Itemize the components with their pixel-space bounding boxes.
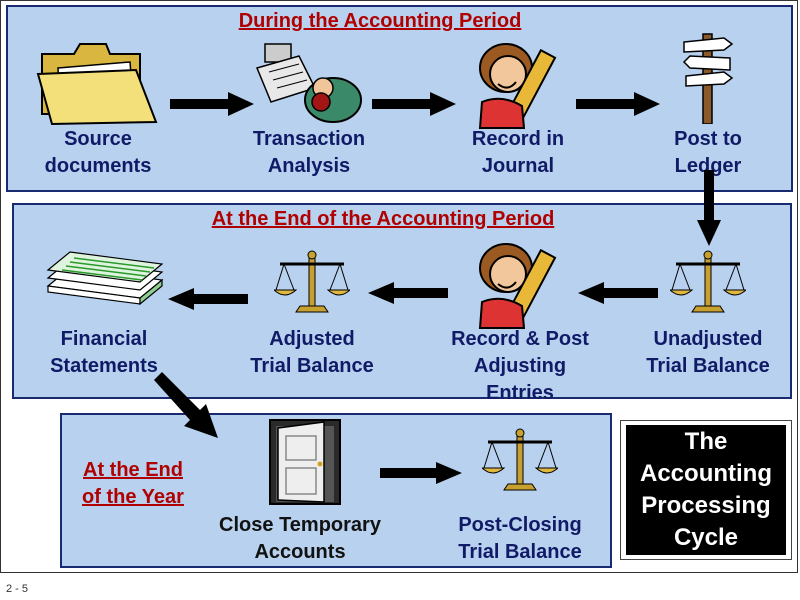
arrow-journal-to-ledger: [576, 92, 660, 116]
arrow-ledger-to-unadjusted: [697, 170, 721, 246]
step-post-to-ledger: Post to Ledger: [674, 128, 742, 177]
scale-icon-adjusted: [274, 250, 350, 313]
arrow-statements-to-close: [154, 372, 218, 438]
writer-pencil-icon: [478, 43, 557, 129]
desk-person-icon: [255, 43, 362, 123]
arrow-analysis-to-journal: [372, 92, 456, 116]
step-financial-statements: Financial Statements: [50, 328, 158, 377]
arrow-adjusted-to-statements: [168, 288, 248, 310]
writer-pencil-icon-adjusting: [478, 243, 557, 329]
end-year-title: At the End of the Year: [82, 459, 184, 508]
during-period-title: During the Accounting Period: [238, 10, 522, 32]
end-period-title: At the End of the Accounting Period: [211, 208, 555, 230]
step-close-temporary-accounts: Close Temporary Accounts: [219, 514, 381, 563]
page-number: 2 - 5: [6, 583, 29, 595]
cycle-title-text: The Accounting Processing Cycle: [626, 425, 786, 555]
step-unadjusted-trial-balance: Unadjusted Trial Balance: [646, 328, 770, 377]
signpost-icon: [682, 33, 734, 124]
scale-icon-post-closing: [482, 428, 558, 491]
step-source-documents: Source documents: [44, 128, 152, 177]
door-icon: [269, 419, 341, 505]
arrow-close-to-post-closing: [380, 462, 462, 484]
cycle-title-box: The Accounting Processing Cycle: [620, 420, 792, 560]
step-transaction-analysis: Transaction Analysis: [252, 128, 366, 177]
stacked-paper-icon: [46, 251, 164, 306]
arrow-unadjusted-to-adjusting: [578, 282, 658, 304]
step-record-in-journal: Record in Journal: [471, 128, 565, 177]
folder-icon: [36, 43, 158, 126]
step-record-post-adjusting: Record & Post Adjusting Entries: [451, 328, 589, 404]
step-post-closing-trial-balance: Post-Closing Trial Balance: [458, 514, 582, 563]
arrow-source-to-analysis: [170, 92, 254, 116]
arrow-adjusting-to-adjusted: [368, 282, 448, 304]
step-adjusted-trial-balance: Adjusted Trial Balance: [250, 328, 374, 377]
slide-frame: [0, 0, 798, 573]
scale-icon-unadjusted: [670, 250, 746, 313]
